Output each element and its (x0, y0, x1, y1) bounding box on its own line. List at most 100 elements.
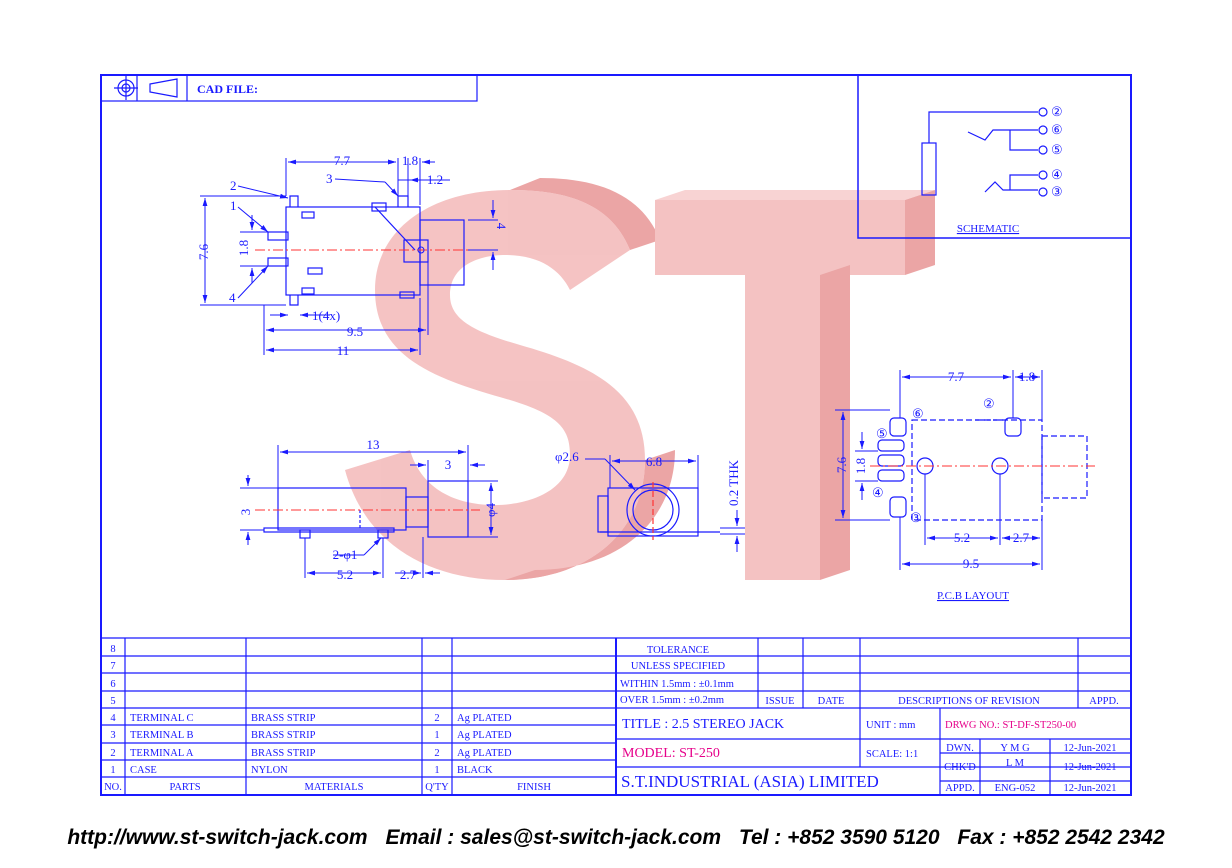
revision-date-header: DATE (818, 696, 845, 707)
pin-label: ② (983, 396, 995, 411)
bom-cell: BRASS STRIP (251, 730, 316, 741)
dim-label: 2-φ1 (333, 547, 358, 562)
dim-label: 3 (238, 509, 253, 516)
unit-label: UNIT : mm (866, 720, 915, 731)
dim-label: 3 (445, 457, 452, 472)
chkd-date: 12-Jun-2021 (1063, 762, 1116, 773)
pcb-layout-title: P.C.B LAYOUT (937, 590, 1009, 602)
dim-label: 5.2 (954, 530, 970, 545)
dim-label: 1.8 (402, 153, 418, 168)
tolerance-label: UNLESS SPECIFIED (631, 661, 726, 672)
drawing-title: TITLE : 2.5 STEREO JACK (622, 717, 784, 732)
title-block-text: TOLERANCE UNLESS SPECIFIED WITHIN 1.5mm … (620, 645, 1119, 794)
revision-desc-header: DESCRIPTIONS OF REVISION (898, 696, 1040, 707)
dim-label: 11 (337, 343, 350, 358)
dim-label: φ2.6 (555, 449, 579, 464)
bom-cell: TERMINAL C (130, 713, 193, 724)
bom-cell: BRASS STRIP (251, 748, 316, 759)
bom-table-text: 8 7 6 5 4 TERMINAL C BRASS STRIP 2 Ag PL… (104, 644, 551, 793)
front-view-dim-text: 7.7 1.8 1.2 4 7.6 1.8 1(4x) 9.5 11 1 2 3… (196, 153, 509, 358)
dim-label: 1.8 (236, 240, 251, 256)
side-view-dimensions (240, 445, 498, 578)
pin-label: ⑤ (1051, 142, 1063, 157)
dim-label: 6.8 (646, 454, 662, 469)
bom-cell: 2 (434, 713, 439, 724)
dim-label: 9.5 (963, 556, 979, 571)
pin-label: ⑥ (912, 406, 924, 421)
appd-label: APPD. (945, 783, 974, 794)
tolerance-within: WITHIN 1.5mm : ±0.1mm (620, 679, 734, 690)
company-name: S.T.INDUSTRIAL (ASIA) LIMITED (621, 772, 879, 791)
pin-label: ③ (1051, 184, 1063, 199)
appd-date: 12-Jun-2021 (1063, 783, 1116, 794)
website-link[interactable]: http://www.st-switch-jack.com (67, 826, 368, 849)
dim-label: φ4 (483, 503, 498, 518)
cad-file-label: CAD FILE: (197, 82, 258, 96)
dim-label: 1.8 (1019, 369, 1035, 384)
dim-label: 9.5 (347, 324, 363, 339)
dwn-label: DWN. (946, 743, 974, 754)
drawing-sheet: CAD FILE: ② ⑥ ⑤ ④ ③ SCHEMATIC (100, 74, 1132, 796)
dim-label: 0.2 THK (726, 459, 741, 506)
bom-cell: TERMINAL B (130, 730, 193, 741)
bom-cell: 2 (110, 748, 115, 759)
appd-name: ENG-052 (995, 783, 1036, 794)
pin-label: ② (1051, 104, 1063, 119)
bom-cell: 6 (110, 679, 115, 690)
bom-header: MATERIALS (305, 782, 364, 793)
bom-cell: 3 (110, 730, 115, 741)
email-link[interactable]: Email : sales@st-switch-jack.com (385, 826, 722, 849)
pin-label: ⑥ (1051, 122, 1063, 137)
revision-appd-header: APPD. (1089, 696, 1118, 707)
callout-label: 4 (229, 290, 236, 305)
dim-label: 7.7 (334, 153, 351, 168)
chkd-name: L M (1006, 758, 1025, 769)
revision-issue-header: ISSUE (765, 696, 794, 707)
dim-label: 1(4x) (312, 308, 340, 323)
bom-cell: BLACK (457, 765, 493, 776)
bom-cell: Ag PLATED (457, 713, 512, 724)
dim-label: 2.7 (1013, 530, 1030, 545)
schematic-diagram (921, 107, 1048, 197)
dim-label: 2.7 (400, 567, 417, 582)
tolerance-label: TOLERANCE (647, 645, 709, 656)
projection-symbol-icon (114, 76, 178, 100)
telephone-text: Tel : +852 3590 5120 (738, 826, 940, 849)
callout-label: 3 (326, 171, 333, 186)
bom-cell: 1 (434, 765, 439, 776)
drawing-number: DRWG NO.: ST-DF-ST250-00 (945, 720, 1076, 731)
dim-label: 7.6 (196, 243, 211, 260)
bom-header: NO. (104, 782, 122, 793)
fax-text: Fax : +852 2542 2342 (957, 826, 1165, 849)
side-view-dim-text: 13 3 3 φ4 2-φ1 5.2 2.7 (238, 437, 498, 582)
bom-cell: 7 (110, 661, 115, 672)
bom-cell: CASE (130, 765, 157, 776)
dim-label: 1.2 (427, 172, 443, 187)
bom-header: PARTS (169, 782, 200, 793)
schematic-pin-labels: ② ⑥ ⑤ ④ ③ (1051, 104, 1063, 199)
pin-label: ④ (872, 485, 884, 500)
bom-cell: TERMINAL A (130, 748, 194, 759)
bom-cell: 8 (110, 644, 115, 655)
bom-cell: NYLON (251, 765, 288, 776)
bom-cell: Ag PLATED (457, 748, 512, 759)
dim-label: 13 (367, 437, 380, 452)
chkd-label: CHK'D (944, 762, 976, 773)
tolerance-over: OVER 1.5mm : ±0.2mm (620, 695, 724, 706)
bom-table-grid (101, 637, 1131, 795)
scale-label: SCALE: 1:1 (866, 749, 918, 760)
schematic-title: SCHEMATIC (957, 223, 1019, 235)
end-view-dim-text: φ2.6 6.8 0.2 THK (555, 449, 741, 506)
bom-cell: 1 (110, 765, 115, 776)
bom-header: Q'TY (425, 782, 449, 793)
dwn-name: Y M G (1000, 743, 1030, 754)
pin-label: ③ (910, 510, 922, 525)
bom-cell: 2 (434, 748, 439, 759)
dim-label: 7.7 (948, 369, 965, 384)
pin-label: ⑤ (876, 426, 888, 441)
end-view-dimensions (585, 455, 745, 552)
hole-icon (417, 246, 425, 254)
dim-label: 5.2 (337, 567, 353, 582)
dim-label: 1.8 (853, 458, 868, 474)
contact-footer: http://www.st-switch-jack.com Email : sa… (0, 826, 1232, 850)
